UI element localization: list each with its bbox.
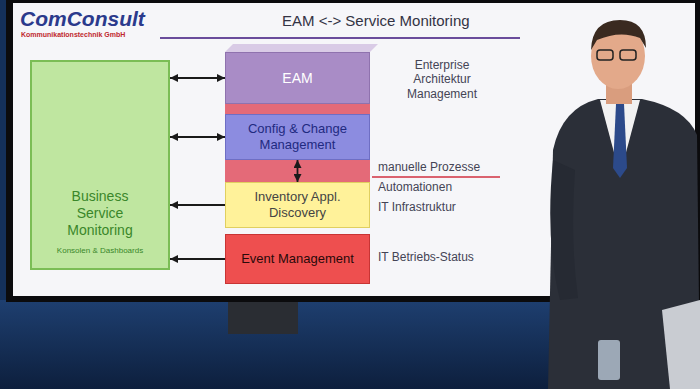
box-title: Config & Change Management: [230, 121, 365, 152]
presenter-suit: [548, 99, 700, 389]
connector-arrow: [297, 160, 299, 182]
connector-arrow: [170, 204, 225, 206]
layer-box: Inventory Appl. Discovery: [225, 182, 370, 228]
connector-arrow: [170, 136, 225, 138]
presenter-glasses: [620, 50, 636, 60]
stack-top-face: [225, 44, 378, 52]
monitoring-box: Business Service MonitoringKonsolen & Da…: [30, 60, 170, 270]
presenter-hair: [591, 20, 646, 50]
layer-box: EAM: [225, 52, 370, 104]
process-divider: [372, 176, 500, 178]
box-title: Inventory Appl. Discovery: [230, 189, 365, 220]
title-rule: [160, 37, 520, 39]
presenter-glasses: [597, 50, 613, 60]
logo-subtitle: Kommunikationstechnik GmbH: [21, 31, 125, 39]
presenter-arm: [550, 160, 578, 300]
layer-label: manuelle Prozesse: [378, 160, 480, 174]
layer-label: IT Infrastruktur: [378, 200, 456, 214]
layer-label: IT Betriebs-Status: [378, 250, 474, 264]
logo-text: ComConsult: [20, 6, 145, 31]
layer-box: Event Management: [225, 234, 370, 284]
screen-stand: [228, 300, 298, 334]
presenter-tie: [613, 104, 627, 178]
box-note: Konsolen & Dashboards: [57, 246, 143, 256]
separator-band: [225, 104, 370, 114]
layer-box: Config & Change Management: [225, 114, 370, 160]
layer-label: Automationen: [378, 180, 452, 194]
water-glass: [598, 340, 620, 380]
connector-arrow: [170, 258, 225, 260]
connector-arrow: [170, 77, 225, 79]
box-title: Event Management: [241, 251, 354, 267]
separator-band: [225, 160, 370, 182]
box-title: EAM: [282, 70, 312, 87]
slide-title: EAM <-> Service Monitoring: [282, 12, 470, 30]
laptop: [662, 300, 700, 389]
box-title: Business Service Monitoring: [54, 188, 146, 238]
layer-label: Enterprise Architektur Management: [386, 58, 498, 101]
